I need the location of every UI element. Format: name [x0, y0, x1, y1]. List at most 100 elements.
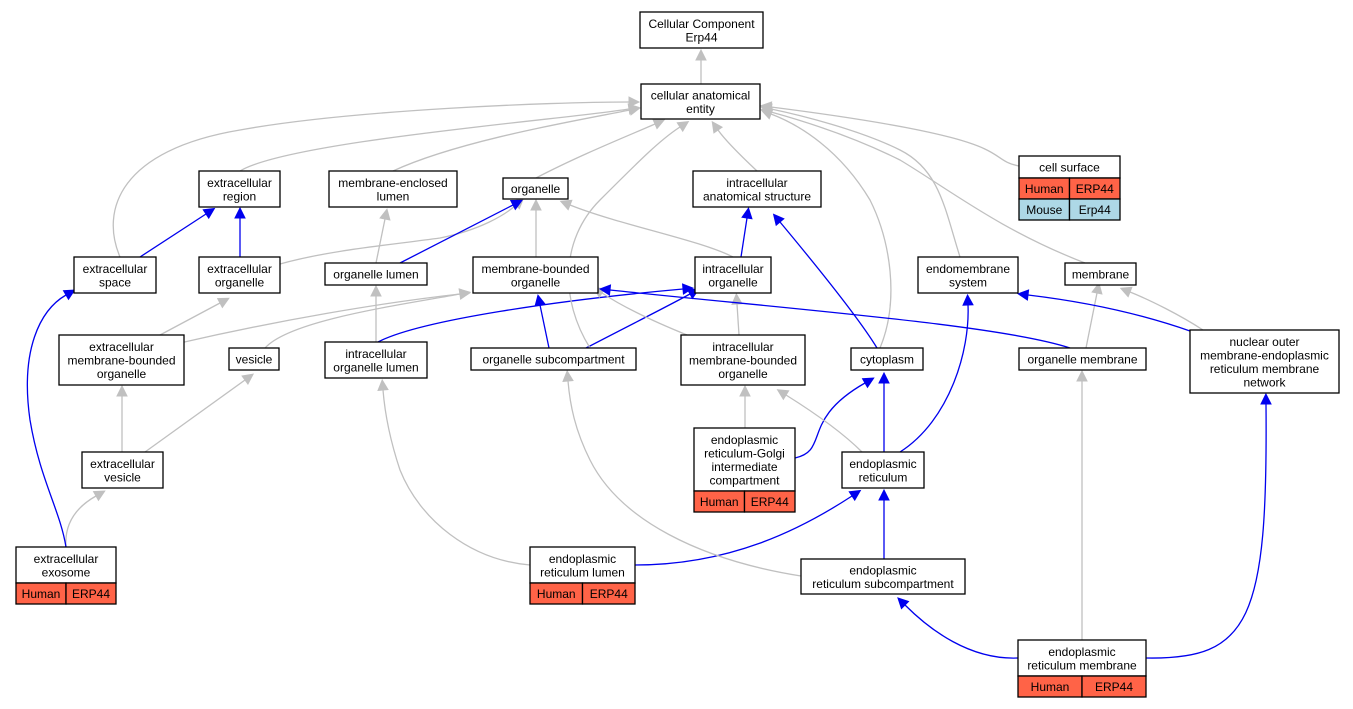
annotation-species-cell-label: Human — [1025, 182, 1064, 196]
annotation-gene-cell — [743, 490, 796, 513]
edge-nomer-to-endosys — [1016, 289, 1191, 332]
node-label-line: nuclear outer — [1229, 335, 1299, 349]
edge-line — [279, 204, 517, 265]
edge-mbo-to-organelle — [530, 198, 542, 257]
annotation-gene-cell — [1081, 675, 1147, 698]
edge-line — [1145, 403, 1267, 659]
edge-line — [264, 293, 461, 349]
annotation-species-cell-label: Human — [22, 587, 61, 601]
node-label-line: reticulum lumen — [540, 565, 625, 579]
edge-line — [1129, 291, 1204, 331]
arrowhead-icon — [962, 293, 974, 306]
edge-extmbo-to-mbo — [179, 288, 472, 344]
annotation-species-cell-label: Human — [700, 495, 739, 509]
edge-ias-to-cae — [711, 120, 758, 172]
edge-mel-to-cae — [392, 104, 641, 172]
edge-line — [159, 302, 221, 336]
edge-erlumen-to-er — [634, 489, 862, 566]
node-orgmem[interactable]: organelle membrane — [1018, 347, 1147, 371]
arrowhead-icon — [772, 213, 785, 227]
node-cytoplasm[interactable]: cytoplasm — [850, 347, 924, 371]
annotation-gene-cell-label: Erp44 — [1079, 203, 1111, 217]
edge-line — [736, 303, 740, 336]
edge-exo-to-extspace — [26, 289, 76, 548]
arrowhead-icon — [878, 488, 890, 501]
node-box — [198, 256, 281, 294]
edge-line — [904, 604, 1019, 659]
node-label-line: organelle — [511, 182, 561, 196]
edge-line — [399, 204, 514, 264]
node-ergic[interactable]: endoplasmicreticulum-Golgiintermediateco… — [693, 427, 796, 513]
node-box — [1189, 329, 1340, 394]
edge-extreg-to-cae — [239, 103, 640, 172]
node-orglumen[interactable]: organelle lumen — [324, 262, 428, 286]
edge-line — [585, 293, 691, 349]
annotation-gene-cell-label: ERP44 — [1076, 182, 1114, 196]
node-vesicle[interactable]: vesicle — [228, 347, 280, 371]
edges-layer — [26, 48, 1272, 659]
node-label-line: membrane-bounded — [689, 354, 797, 368]
arrowhead-icon — [731, 292, 743, 305]
node-nomer[interactable]: nuclear outermembrane-endoplasmicreticul… — [1189, 329, 1340, 394]
node-organelle[interactable]: organelle — [502, 177, 569, 200]
arrowhead-icon — [1119, 286, 1133, 298]
edge-nomer-to-membrane — [1119, 286, 1204, 331]
node-label-line: reticulum membrane — [1210, 362, 1320, 376]
arrowhead-icon — [598, 284, 612, 296]
node-box — [73, 256, 157, 294]
node-box — [198, 170, 281, 208]
edge-er-to-cytoplasm — [878, 371, 890, 452]
node-label-line: entity — [686, 102, 715, 116]
node-membrane[interactable]: membrane — [1064, 262, 1137, 286]
node-box — [470, 347, 637, 371]
node-orgsub[interactable]: organelle subcompartment — [470, 347, 637, 371]
arrowhead-icon — [458, 288, 471, 300]
edge-extspace-to-extreg — [139, 207, 216, 258]
node-label-line: reticulum subcompartment — [812, 577, 954, 591]
node-label-line: membrane-bounded — [481, 262, 589, 276]
edge-ersub-to-er — [878, 488, 890, 559]
arrowhead-icon — [676, 120, 690, 133]
node-label-line: reticulum — [859, 470, 908, 484]
edge-line — [382, 389, 531, 566]
edge-line — [568, 126, 681, 349]
annotation-gene-cell — [65, 582, 117, 605]
node-label-line: intracellular — [712, 340, 773, 354]
node-label-line: endoplasmic — [1048, 645, 1115, 659]
edge-extmbo-to-extorg — [159, 297, 230, 336]
edge-cytoplasm-to-cae — [760, 108, 892, 349]
node-label-line: region — [223, 189, 256, 203]
edge-orgmem-to-membrane — [1085, 282, 1103, 349]
edge-exo-to-extves — [65, 490, 106, 548]
node-label-line: cellular anatomical — [651, 88, 750, 102]
annotation-gene-cell-label: ERP44 — [72, 587, 110, 601]
node-box — [81, 451, 164, 489]
node-box — [324, 341, 428, 379]
node-label-line: extracellular — [207, 262, 272, 276]
node-label-line: endoplasmic — [849, 563, 916, 577]
node-box — [58, 334, 185, 386]
arrowhead-icon — [861, 377, 875, 389]
